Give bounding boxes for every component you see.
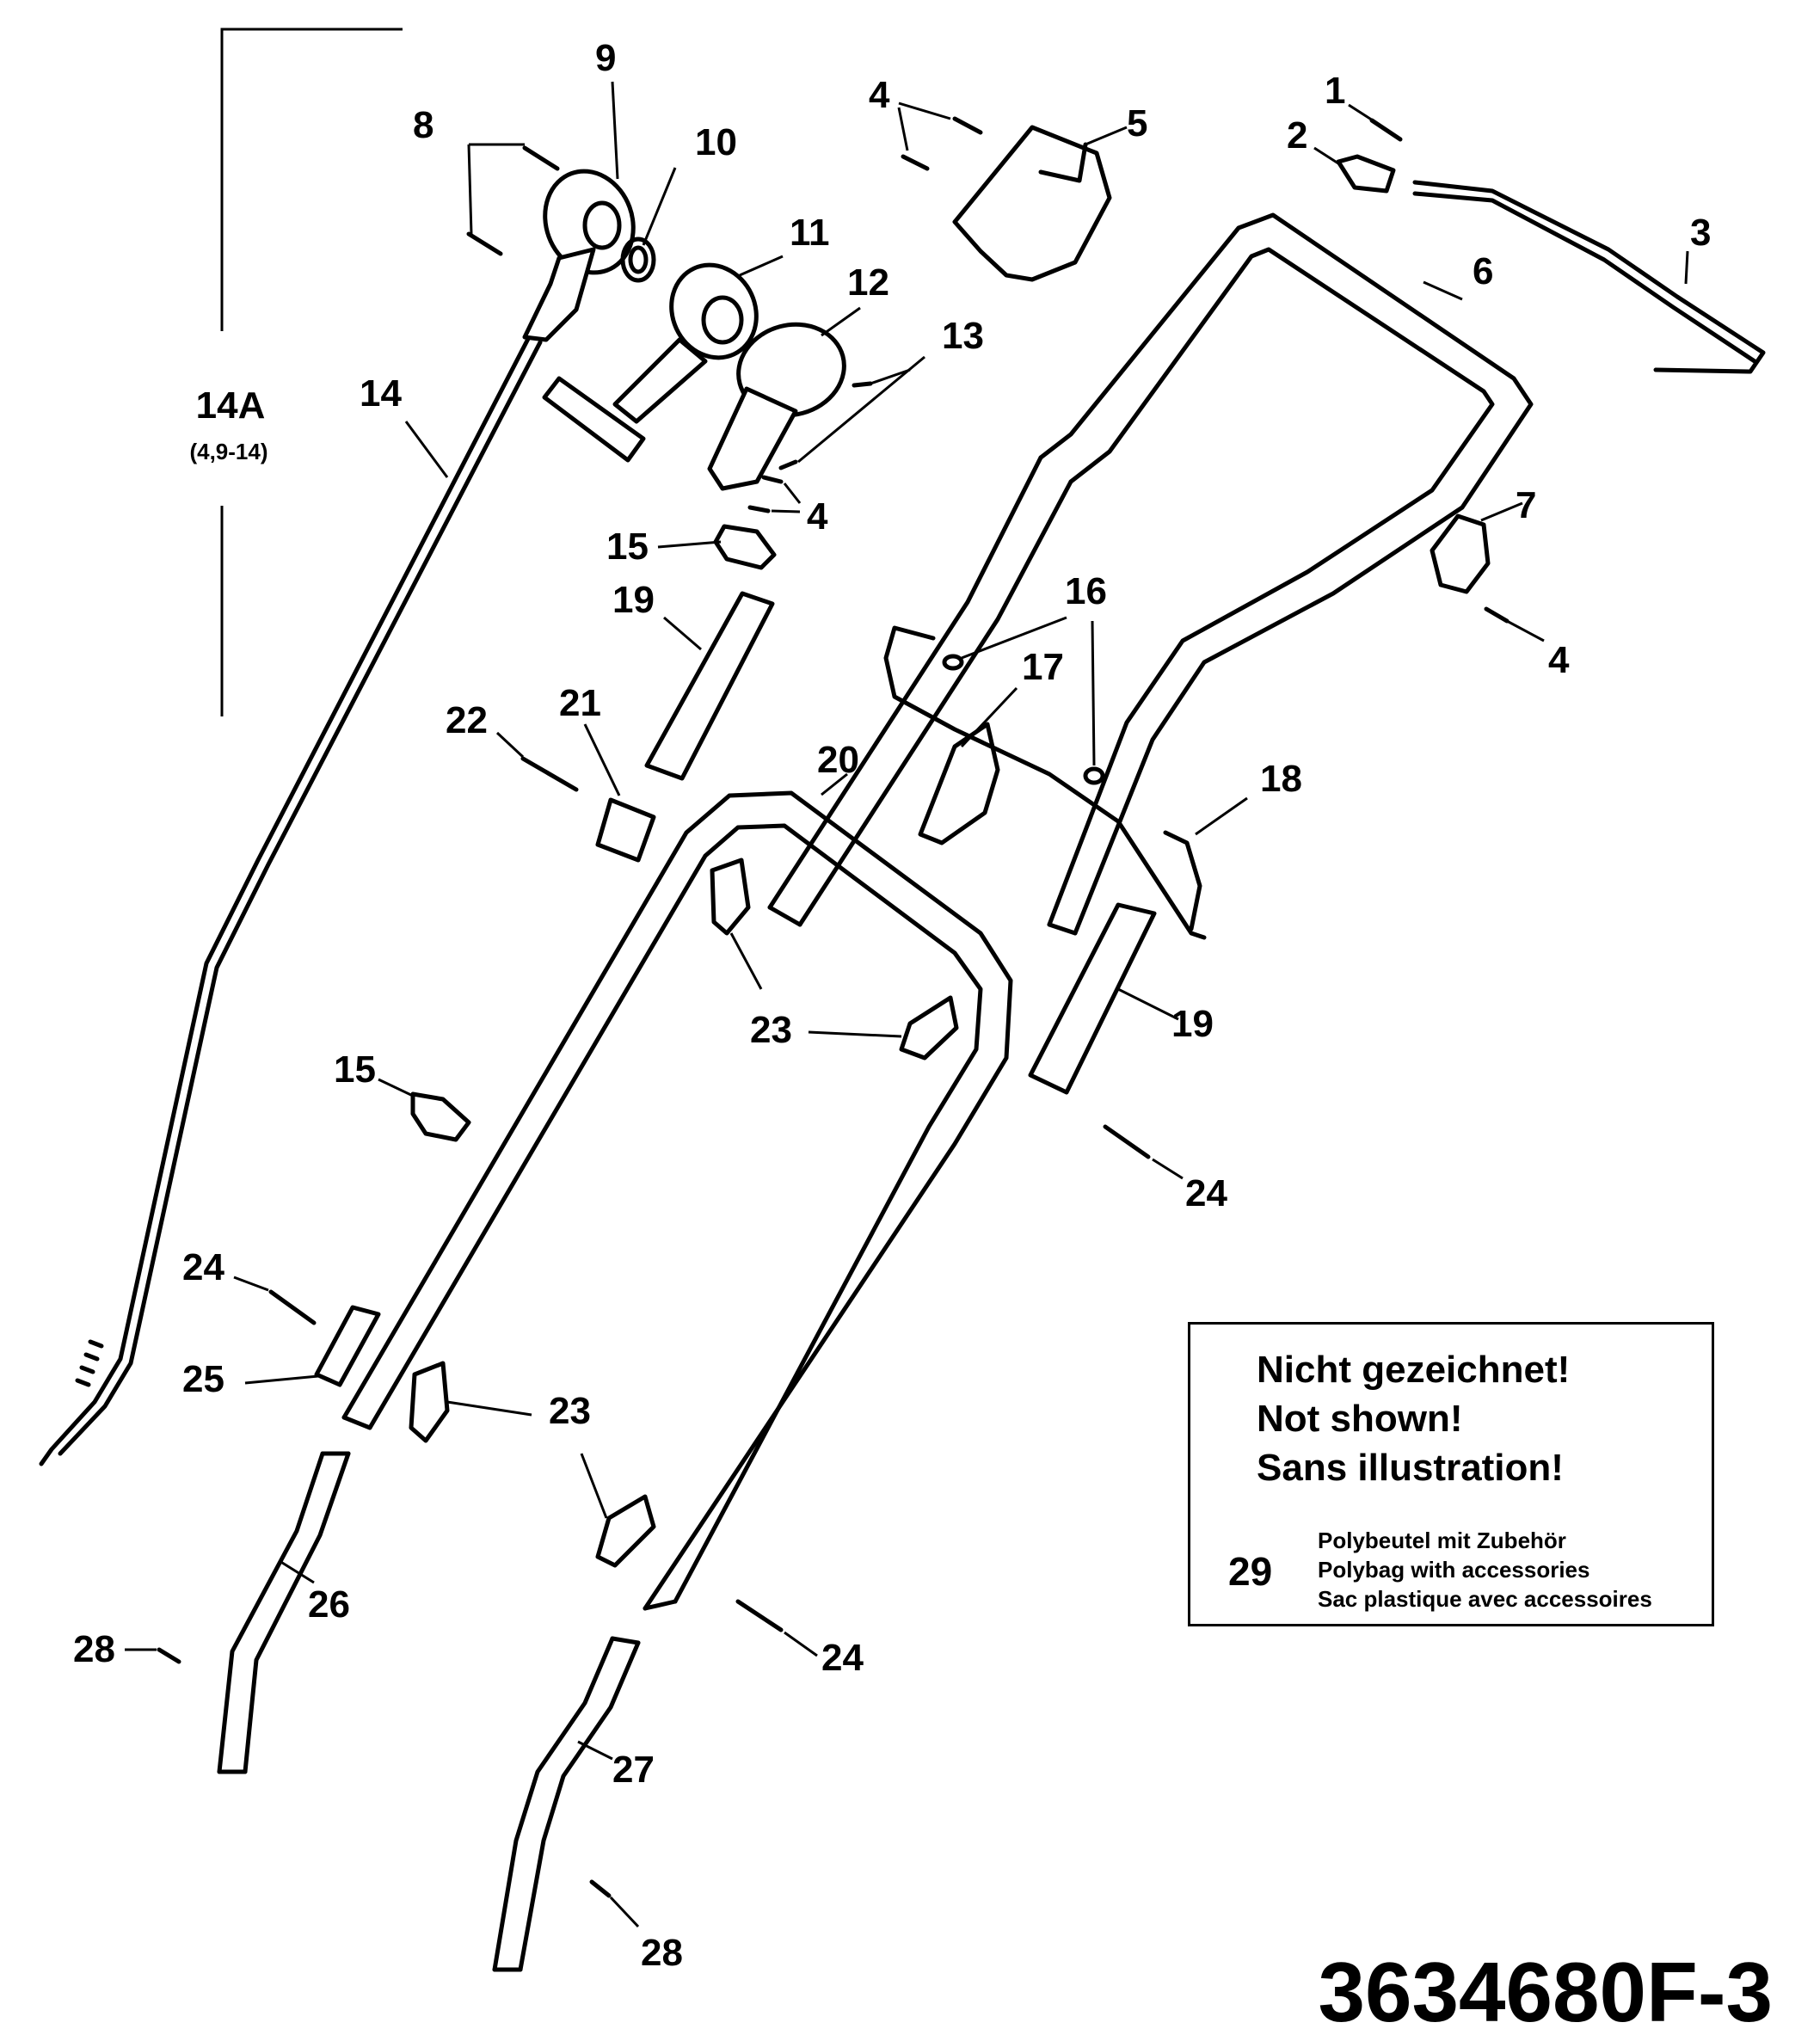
callout-8: 8	[413, 104, 433, 146]
callout-15-upper: 15	[606, 526, 649, 568]
bolt-24a	[1103, 1124, 1184, 1180]
item-29-desc-en: Polybag with accessories	[1318, 1557, 1590, 1583]
callout-2: 2	[1287, 114, 1307, 157]
throttle-lever	[522, 169, 636, 342]
callout-26: 26	[308, 1583, 350, 1626]
leader-11	[739, 255, 784, 277]
callout-18: 18	[1260, 758, 1302, 800]
wing-knob-23d	[580, 1453, 656, 1568]
wing-knob-23a	[710, 858, 763, 990]
callout-21: 21	[559, 682, 601, 724]
callout-24-a: 24	[1185, 1172, 1227, 1214]
drawing-number: 3634680F-3	[1318, 1945, 1773, 2039]
leader-14	[404, 421, 449, 478]
callout-13: 13	[942, 315, 984, 357]
item-29-desc-fr: Sac plastique avec accessoires	[1318, 1586, 1652, 1612]
leader-19-upper	[663, 616, 702, 651]
callout-6: 6	[1473, 250, 1493, 292]
callout-5: 5	[1127, 102, 1147, 144]
screw-28b	[589, 1879, 640, 1928]
screw-28a	[125, 1647, 181, 1664]
upper-handle	[767, 212, 1534, 936]
tube-19-upper	[644, 591, 775, 781]
leader-9	[611, 81, 619, 180]
lever-cover	[707, 322, 846, 491]
callout-12: 12	[847, 261, 889, 304]
callout-23-b: 23	[549, 1390, 591, 1432]
clip-15-lower	[378, 1078, 471, 1142]
note-line-de: Nicht gezeichnet!	[1257, 1349, 1571, 1391]
callout-16: 16	[1065, 570, 1107, 612]
lower-handle	[341, 772, 1013, 1611]
note-line-fr: Sans illustration!	[1257, 1447, 1564, 1489]
screws-8	[466, 145, 560, 256]
callout-4-right: 4	[1548, 639, 1570, 681]
callout-24-c: 24	[821, 1637, 864, 1679]
callout-28-b: 28	[641, 1932, 683, 1974]
nut-2	[1313, 146, 1396, 194]
control-housing	[952, 125, 1128, 282]
callout-15-lower: 15	[334, 1048, 376, 1091]
callout-17: 17	[1022, 646, 1064, 688]
callout-19-upper: 19	[612, 579, 655, 621]
wing-knob-23b	[808, 995, 959, 1060]
bolt-24b	[233, 1276, 317, 1325]
leader-12	[821, 306, 861, 337]
wing-knob-23c	[409, 1361, 532, 1443]
callout-3: 3	[1690, 212, 1711, 254]
spring	[620, 237, 656, 283]
assembly-label: 14A	[196, 384, 266, 427]
assembly-bracket-14a: 14A (4,9-14)	[189, 28, 403, 716]
not-shown-note: Nicht gezeichnet! Not shown! Sans illust…	[1188, 1322, 1714, 1626]
callout-23-a: 23	[750, 1009, 792, 1051]
leader-8b	[467, 144, 473, 235]
note-line-en: Not shown!	[1257, 1398, 1463, 1440]
item-29-desc-de: Polybeutel mit Zubehör	[1318, 1528, 1566, 1553]
callout-14: 14	[360, 372, 402, 415]
callout-19-lower: 19	[1171, 1003, 1214, 1045]
callout-4-mid: 4	[807, 495, 828, 538]
callout-11: 11	[790, 212, 830, 254]
callout-22: 22	[446, 699, 488, 741]
screw-4-right	[1484, 606, 1545, 642]
bolt-22	[495, 731, 579, 792]
callout-7: 7	[1516, 484, 1536, 526]
bolt-24c	[735, 1599, 818, 1657]
screws-4-top	[897, 101, 983, 171]
callout-9: 9	[595, 37, 616, 79]
screw-1	[1348, 103, 1403, 142]
callout-27: 27	[612, 1749, 655, 1791]
callout-28-a: 28	[73, 1628, 115, 1670]
callout-10: 10	[695, 121, 737, 163]
brake-lever-17	[918, 686, 1018, 845]
screws-4-lower	[747, 475, 802, 513]
tube-27	[492, 1636, 641, 1972]
leader-10	[642, 167, 677, 246]
tube-19-lower	[1028, 902, 1179, 1095]
callout-20: 20	[817, 739, 859, 781]
clip-15-upper	[713, 524, 777, 570]
bracket-25	[244, 1305, 381, 1387]
bracket-21	[583, 723, 656, 863]
callout-24-b: 24	[182, 1246, 224, 1288]
bowden-cable	[39, 335, 543, 1466]
item-29-number: 29	[1228, 1549, 1273, 1594]
bail-bar	[1412, 180, 1766, 374]
screws-13	[778, 355, 925, 470]
brake-bail-18	[883, 625, 1248, 940]
washers-16	[942, 616, 1105, 785]
leader-15-upper	[657, 540, 722, 549]
callout-1: 1	[1325, 70, 1345, 112]
assembly-contents: (4,9-14)	[189, 439, 267, 464]
tube-26	[217, 1451, 351, 1774]
callout-4-top: 4	[869, 74, 890, 116]
callout-25: 25	[182, 1358, 224, 1400]
cable-clip-7	[1430, 501, 1523, 594]
starter-handle	[542, 262, 759, 463]
